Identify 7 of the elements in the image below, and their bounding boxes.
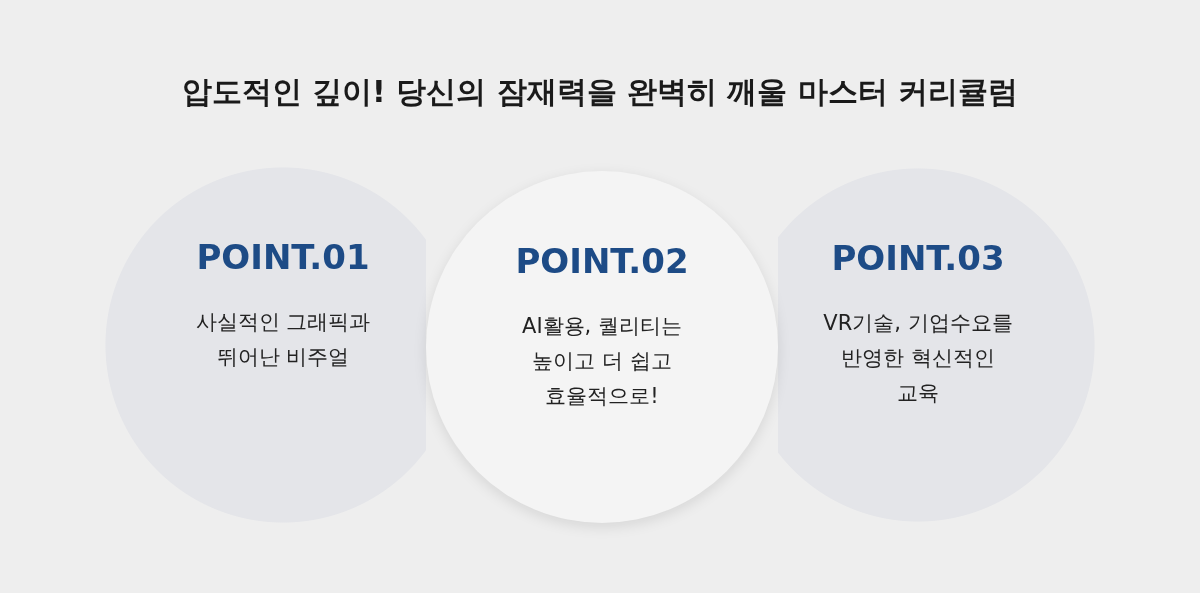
title: 압도적인 깊이! 당신의 잠재력을 완벽히 깨울 마스터 커리큘럼 <box>181 73 1019 111</box>
point-heading: POINT.02 <box>515 241 689 281</box>
point-description: 사실적인 그래픽과 뛰어난 비주얼 <box>194 309 372 371</box>
point-description: VR기술, 기업수요를 반영한 혁신적인 교육 <box>822 310 1014 407</box>
point-heading: POINT.03 <box>831 238 1005 278</box>
point-heading: POINT.01 <box>196 237 370 277</box>
point-description: AI활용, 퀄리티는 높이고 더 쉽고 효율적으로! <box>521 313 683 410</box>
